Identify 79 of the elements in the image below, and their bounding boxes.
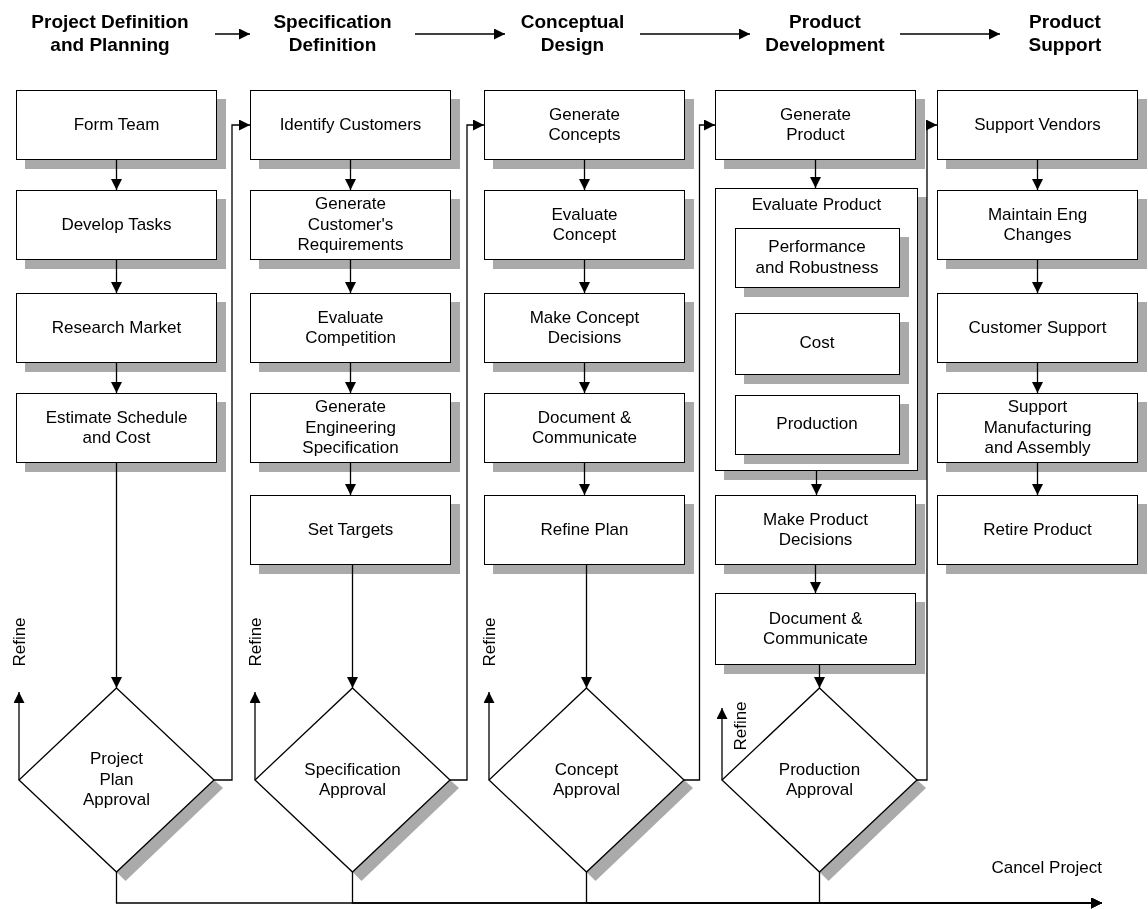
edge-label: Refine bbox=[246, 616, 264, 668]
arrow bbox=[810, 564, 821, 594]
arrow bbox=[345, 462, 356, 496]
phase-title: Project Definition and Planning bbox=[30, 11, 190, 57]
step-label: Document & Communicate bbox=[531, 407, 638, 449]
arrow bbox=[345, 259, 356, 294]
step-label: Generate Concepts bbox=[547, 104, 622, 146]
step-label: Performance and Robustness bbox=[754, 237, 880, 278]
arrow bbox=[683, 119, 716, 781]
arrow bbox=[1032, 159, 1043, 191]
step-label: Concept Approval bbox=[551, 759, 622, 801]
step-label: Retire Product bbox=[983, 519, 1092, 541]
arrow bbox=[347, 564, 358, 689]
arrow bbox=[13, 691, 25, 781]
step-label: Refine Plan bbox=[540, 519, 629, 541]
phase-title: Conceptual Design bbox=[519, 11, 626, 57]
step-label: Production Approval bbox=[777, 759, 862, 801]
arrow bbox=[810, 159, 821, 189]
arrow bbox=[214, 28, 251, 40]
decision-diamond bbox=[255, 688, 460, 882]
step-label: Evaluate Competition bbox=[304, 307, 397, 349]
step-label: Set Targets bbox=[307, 519, 394, 541]
step-label: Generate Product bbox=[779, 104, 852, 146]
arrow bbox=[579, 259, 590, 294]
arrow bbox=[449, 119, 485, 781]
step-label: Evaluate Concept bbox=[550, 204, 619, 246]
arrow bbox=[579, 159, 590, 191]
arrow bbox=[483, 691, 495, 781]
step-label: Generate Engineering Specification bbox=[301, 397, 400, 459]
arrow bbox=[345, 159, 356, 191]
arrow bbox=[579, 362, 590, 394]
phase-title: Product Support bbox=[1027, 11, 1103, 57]
arrow bbox=[579, 462, 590, 496]
arrow bbox=[111, 159, 122, 191]
arrow bbox=[111, 259, 122, 294]
step-label: Project Plan Approval bbox=[81, 749, 152, 811]
step-label: Form Team bbox=[73, 114, 160, 136]
arrow bbox=[111, 462, 122, 689]
step-label: Production bbox=[776, 414, 858, 435]
step-label: Make Concept Decisions bbox=[528, 307, 641, 349]
decision-diamond bbox=[722, 688, 927, 882]
step-label: Specification Approval bbox=[303, 759, 402, 801]
step-label: Generate Customer's Requirements bbox=[296, 194, 405, 256]
step-label: Identify Customers bbox=[279, 114, 422, 136]
phase-title: Product Development bbox=[764, 11, 886, 57]
step-label: Maintain Eng Changes bbox=[986, 204, 1089, 246]
arrow bbox=[249, 691, 261, 781]
decision-diamond bbox=[489, 688, 694, 882]
arrow bbox=[716, 707, 728, 781]
arrow bbox=[1032, 362, 1043, 394]
step-label: Customer Support bbox=[968, 317, 1107, 339]
step-label: Document & Communicate bbox=[762, 608, 869, 650]
arrow bbox=[1032, 259, 1043, 294]
step-label: Support Manufacturing and Assembly bbox=[982, 397, 1093, 459]
group-title: Evaluate Product bbox=[751, 195, 882, 216]
arrow bbox=[345, 362, 356, 394]
arrow bbox=[414, 28, 506, 40]
arrow bbox=[1032, 462, 1043, 496]
decision-diamond bbox=[19, 688, 224, 882]
arrow bbox=[814, 664, 825, 689]
step-label: Cost bbox=[799, 333, 835, 354]
arrow bbox=[916, 119, 938, 781]
arrow bbox=[111, 362, 122, 394]
arrow bbox=[639, 28, 751, 40]
step-label: Support Vendors bbox=[974, 114, 1101, 136]
outcome-label: Cancel Project bbox=[991, 858, 1102, 879]
edge-label: Refine bbox=[480, 616, 498, 668]
phase-title: Specification Definition bbox=[272, 11, 393, 57]
step-label: Research Market bbox=[51, 317, 182, 339]
arrow bbox=[899, 28, 1001, 40]
arrow bbox=[811, 470, 822, 496]
arrow bbox=[213, 119, 251, 781]
arrow bbox=[581, 564, 592, 689]
step-label: Develop Tasks bbox=[61, 214, 172, 236]
step-label: Make Product Decisions bbox=[762, 509, 869, 551]
edge-label: Refine bbox=[10, 616, 28, 668]
edge-label: Refine bbox=[731, 700, 749, 752]
step-label: Estimate Schedule and Cost bbox=[44, 407, 189, 449]
arrow bbox=[818, 871, 1103, 909]
